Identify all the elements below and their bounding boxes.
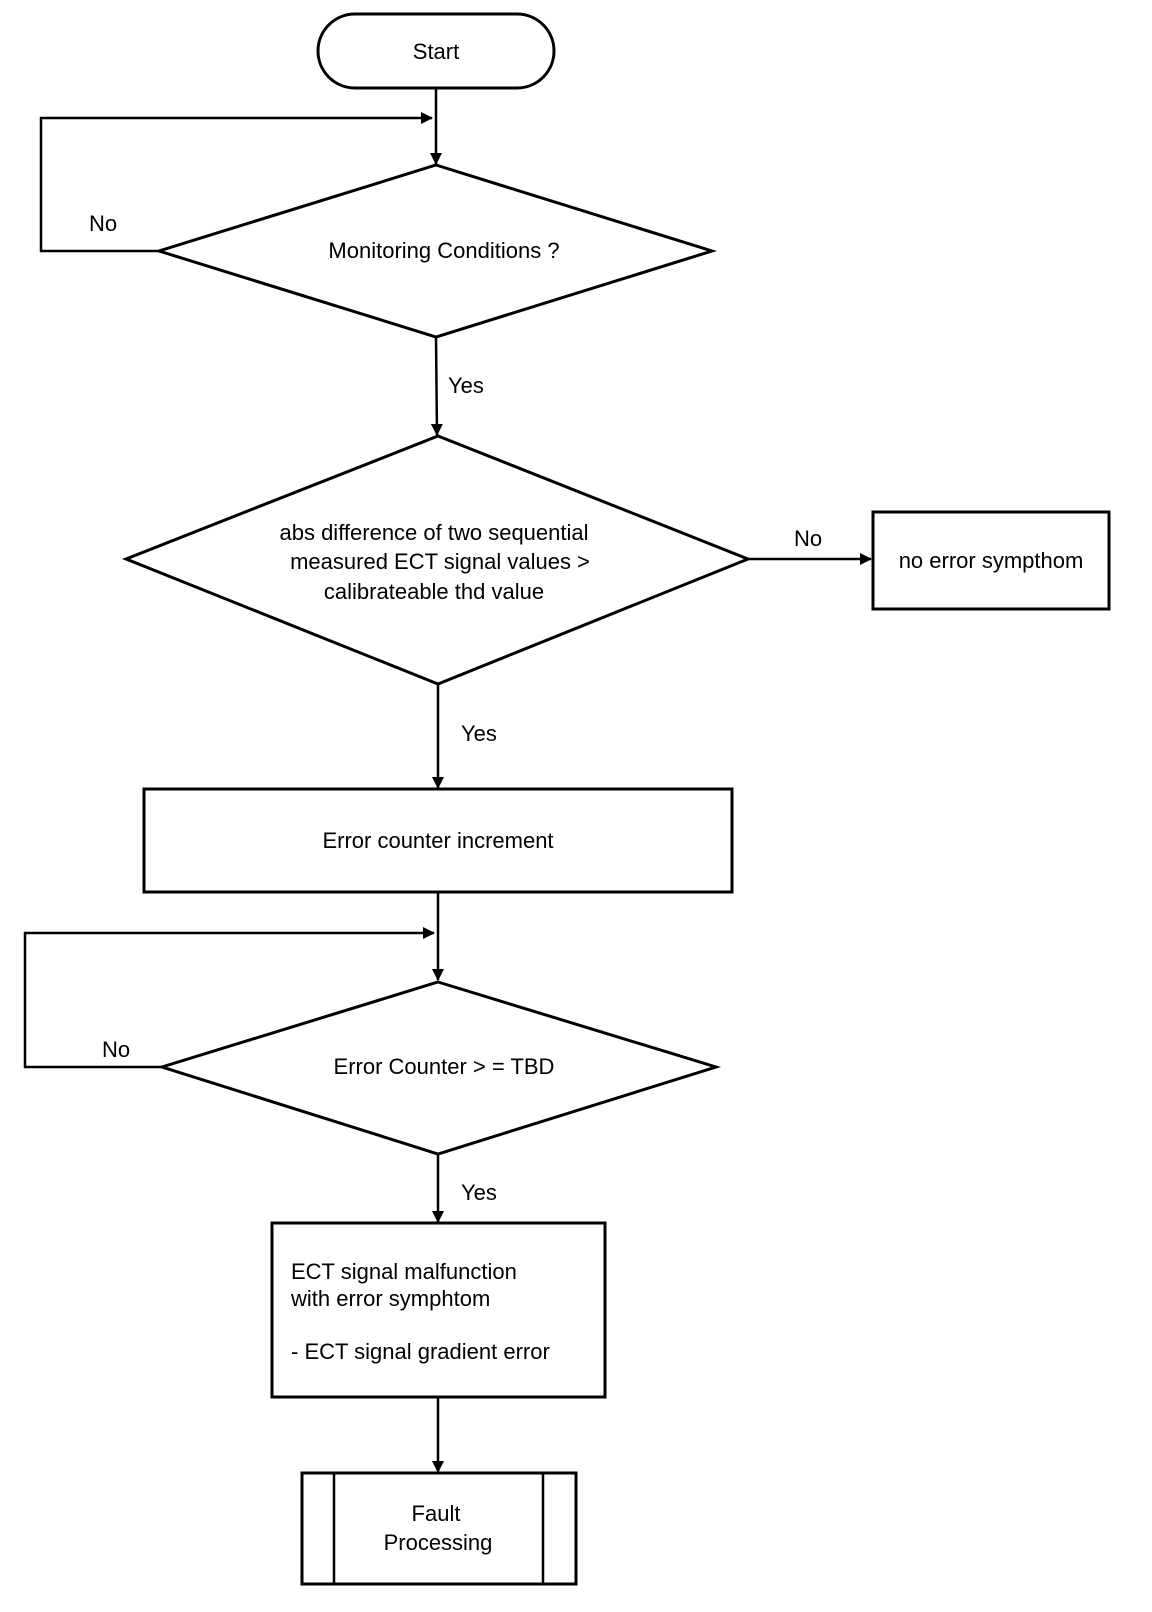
abs-no-label: No <box>794 526 822 551</box>
malfunction-line-1: ECT signal malfunction <box>291 1259 517 1284</box>
counter-yes-label: Yes <box>461 1180 497 1205</box>
monitoring-label: Monitoring Conditions ? <box>328 238 559 263</box>
start-terminal <box>316 12 556 90</box>
start-label: Start <box>413 39 459 64</box>
abs-difference-decision <box>121 434 753 686</box>
monitoring-no-label: No <box>89 211 117 236</box>
no-error-label: no error sympthom <box>899 548 1084 573</box>
malfunction-box <box>270 1221 607 1399</box>
edge-monitoring-yes <box>430 336 443 436</box>
counter-no-label: No <box>102 1037 130 1062</box>
edge-monitoring-no-loop <box>39 112 433 253</box>
error-counter-decision <box>156 980 722 1156</box>
abs-difference-line-3: calibrateable thd value <box>324 579 544 604</box>
malfunction-line-2: with error symphtom <box>290 1286 490 1311</box>
fault-processing-box <box>300 1471 578 1586</box>
abs-difference-line-1: abs difference of two sequential <box>279 520 588 545</box>
error-increment-label: Error counter increment <box>322 828 553 853</box>
no-error-box <box>871 510 1111 611</box>
fault-processing-line-2: Processing <box>384 1530 493 1555</box>
abs-yes-label: Yes <box>461 721 497 746</box>
error-increment-box <box>142 787 734 894</box>
monitoring-decision <box>153 163 718 339</box>
monitoring-yes-label: Yes <box>448 373 484 398</box>
edge-counter-no-loop <box>23 927 435 1069</box>
fault-processing-line-1: Fault <box>412 1501 461 1526</box>
malfunction-line-3: - ECT signal gradient error <box>291 1339 550 1364</box>
error-counter-label: Error Counter > = TBD <box>334 1054 555 1079</box>
abs-difference-line-2: measured ECT signal values > <box>290 549 590 574</box>
